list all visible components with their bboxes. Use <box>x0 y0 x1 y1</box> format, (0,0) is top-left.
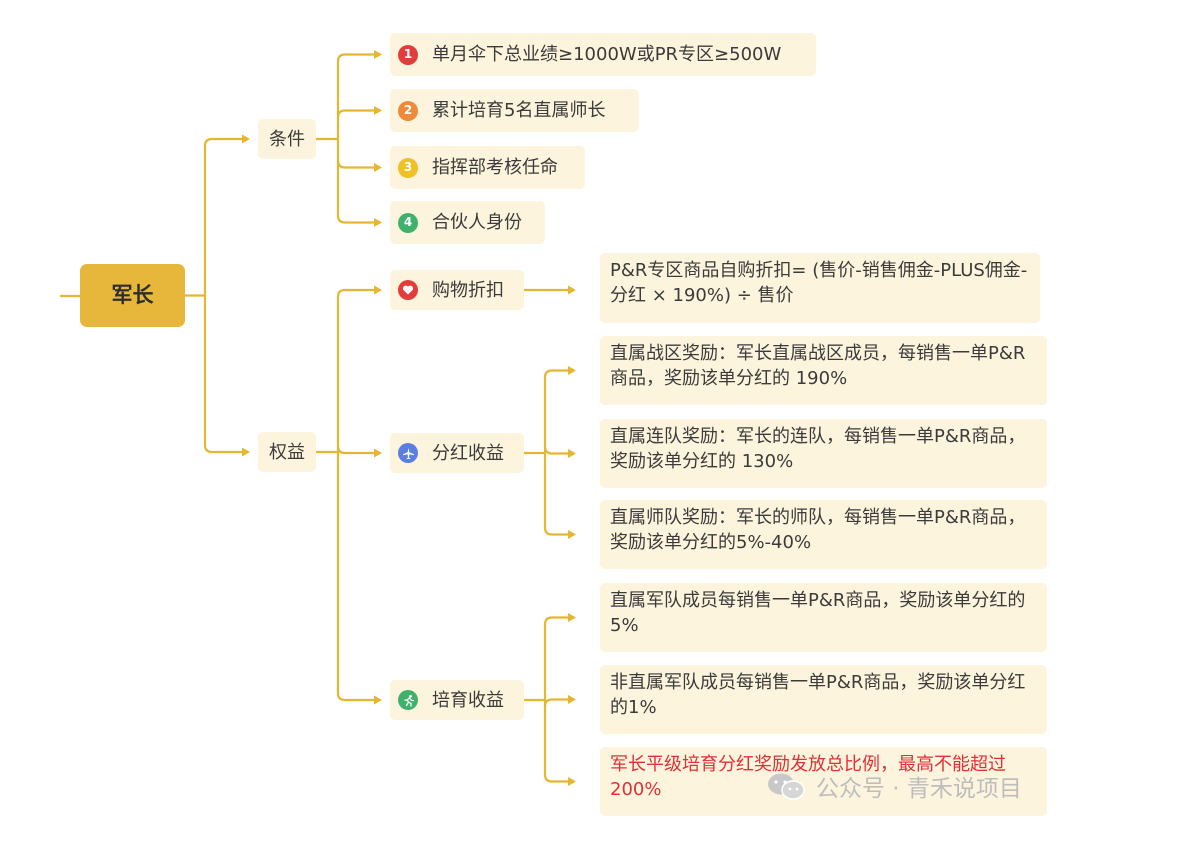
number-badge: 3 <box>398 157 418 178</box>
root-label: 军长 <box>111 283 154 307</box>
item-text: 指挥部考核任命 <box>432 157 558 178</box>
item-text: 合伙人身份 <box>432 212 522 233</box>
benefit-item: 培育收益 <box>390 680 524 720</box>
condition-item: 3 指挥部考核任命 <box>390 146 585 189</box>
detail-card: 直属战区奖励：军长直属战区成员，每销售一单P&R商品，奖励该单分红的 190% <box>600 336 1047 405</box>
detail-text: 非直属军队成员每销售一单P&R商品，奖励该单分红的1% <box>610 672 1026 718</box>
detail-text: 直属军队成员每销售一单P&R商品，奖励该单分红的5% <box>610 590 1026 636</box>
warning-detail: 军长平级培育分红奖励发放总比例，最高不能超过200% <box>600 747 1047 816</box>
root-node-junzhang: 军长 <box>80 264 185 327</box>
detail-text: 直属师队奖励：军长的师队，每销售一单P&R商品，奖励该单分红的5%-40% <box>610 507 1026 553</box>
branch-label: 条件 <box>269 128 305 150</box>
item-text: 购物折扣 <box>432 279 504 301</box>
plane-icon <box>398 443 418 463</box>
number-badge: 1 <box>398 44 418 65</box>
watermark: 公众号 · 青禾说项目 <box>766 764 1022 808</box>
heart-icon <box>398 280 418 300</box>
benefit-item: 分红收益 <box>390 433 524 473</box>
item-text: 培育收益 <box>432 689 504 711</box>
detail-card: 非直属军队成员每销售一单P&R商品，奖励该单分红的1% <box>600 665 1047 734</box>
detail-card: P&R专区商品自购折扣= (售价-销售佣金-PLUS佣金-分红 × 190%) … <box>600 253 1040 323</box>
branch-label: 权益 <box>269 441 305 463</box>
number-badge: 2 <box>398 100 418 121</box>
item-text: 分红收益 <box>432 442 504 464</box>
detail-text: 直属连队奖励：军长的连队，每销售一单P&R商品，奖励该单分红的 130% <box>610 426 1026 472</box>
condition-item: 1 单月伞下总业绩≥1000W或PR专区≥500W <box>390 33 816 76</box>
branch-benefits: 权益 <box>258 432 316 472</box>
item-text: 单月伞下总业绩≥1000W或PR专区≥500W <box>432 44 782 65</box>
runner-icon <box>398 690 418 710</box>
branch-conditions: 条件 <box>258 119 316 159</box>
detail-card: 直属连队奖励：军长的连队，每销售一单P&R商品，奖励该单分红的 130% <box>600 419 1047 488</box>
detail-text: P&R专区商品自购折扣= (售价-销售佣金-PLUS佣金-分红 × 190%) … <box>610 260 1028 306</box>
detail-text: 军长平级培育分红奖励发放总比例，最高不能超过200% <box>610 754 1006 800</box>
condition-item: 4 合伙人身份 <box>390 201 545 244</box>
detail-text: 直属战区奖励：军长直属战区成员，每销售一单P&R商品，奖励该单分红的 190% <box>610 343 1026 389</box>
condition-item: 2 累计培育5名直属师长 <box>390 89 639 132</box>
detail-card: 直属师队奖励：军长的师队，每销售一单P&R商品，奖励该单分红的5%-40% <box>600 500 1047 569</box>
wechat-icon <box>766 771 806 801</box>
watermark-text: 公众号 · 青禾说项目 <box>816 776 1022 802</box>
benefit-item: 购物折扣 <box>390 270 524 310</box>
detail-card: 直属军队成员每销售一单P&R商品，奖励该单分红的5% <box>600 583 1047 652</box>
number-badge: 4 <box>398 212 418 233</box>
item-text: 累计培育5名直属师长 <box>432 100 606 121</box>
